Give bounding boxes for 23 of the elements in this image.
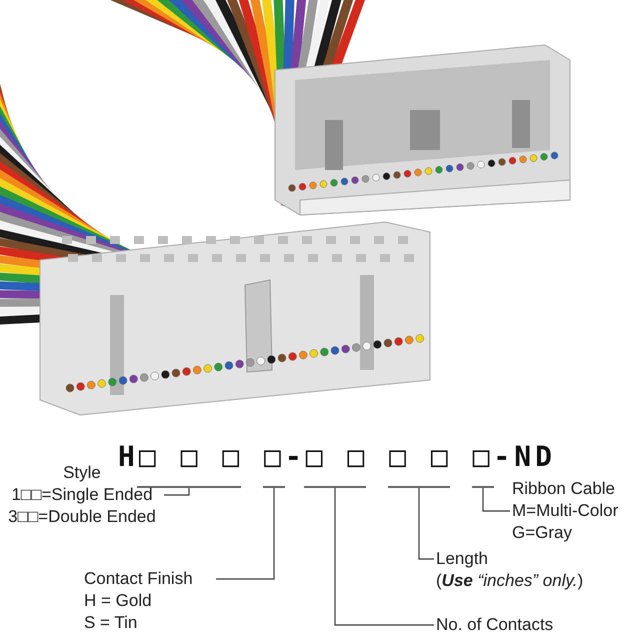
leader-line bbox=[334, 488, 434, 626]
leader-line bbox=[482, 488, 510, 512]
leader-line bbox=[418, 488, 434, 560]
annotation-heading: Contact Finish bbox=[84, 568, 193, 590]
underline-bar bbox=[388, 486, 450, 488]
underline-bar bbox=[472, 486, 494, 488]
underline-bar bbox=[263, 486, 285, 488]
annotation-text: 1□□=Single Ended bbox=[11, 484, 153, 506]
part-number: H□ □ □ □-□ □ □ □ □-ND bbox=[118, 440, 556, 474]
underline-bar bbox=[304, 486, 366, 488]
annotation-text: H = Gold bbox=[84, 590, 152, 612]
annotation-text: 3□□=Double Ended bbox=[8, 506, 156, 528]
annotation-text: (Use “inches” only.) bbox=[436, 570, 584, 592]
annotation-heading: Length bbox=[436, 548, 488, 570]
leader-line bbox=[216, 488, 275, 580]
annotation-heading: Ribbon Cable bbox=[512, 478, 616, 500]
annotation-heading: No. of Contacts bbox=[436, 614, 554, 636]
underline-bar bbox=[137, 486, 241, 488]
annotation-text: G=Gray bbox=[512, 522, 572, 544]
leader-line bbox=[164, 488, 190, 496]
annotation-text: S = Tin bbox=[84, 612, 138, 634]
annotation-heading: Style bbox=[63, 462, 101, 484]
annotation-text: M=Multi-Color bbox=[512, 500, 618, 522]
